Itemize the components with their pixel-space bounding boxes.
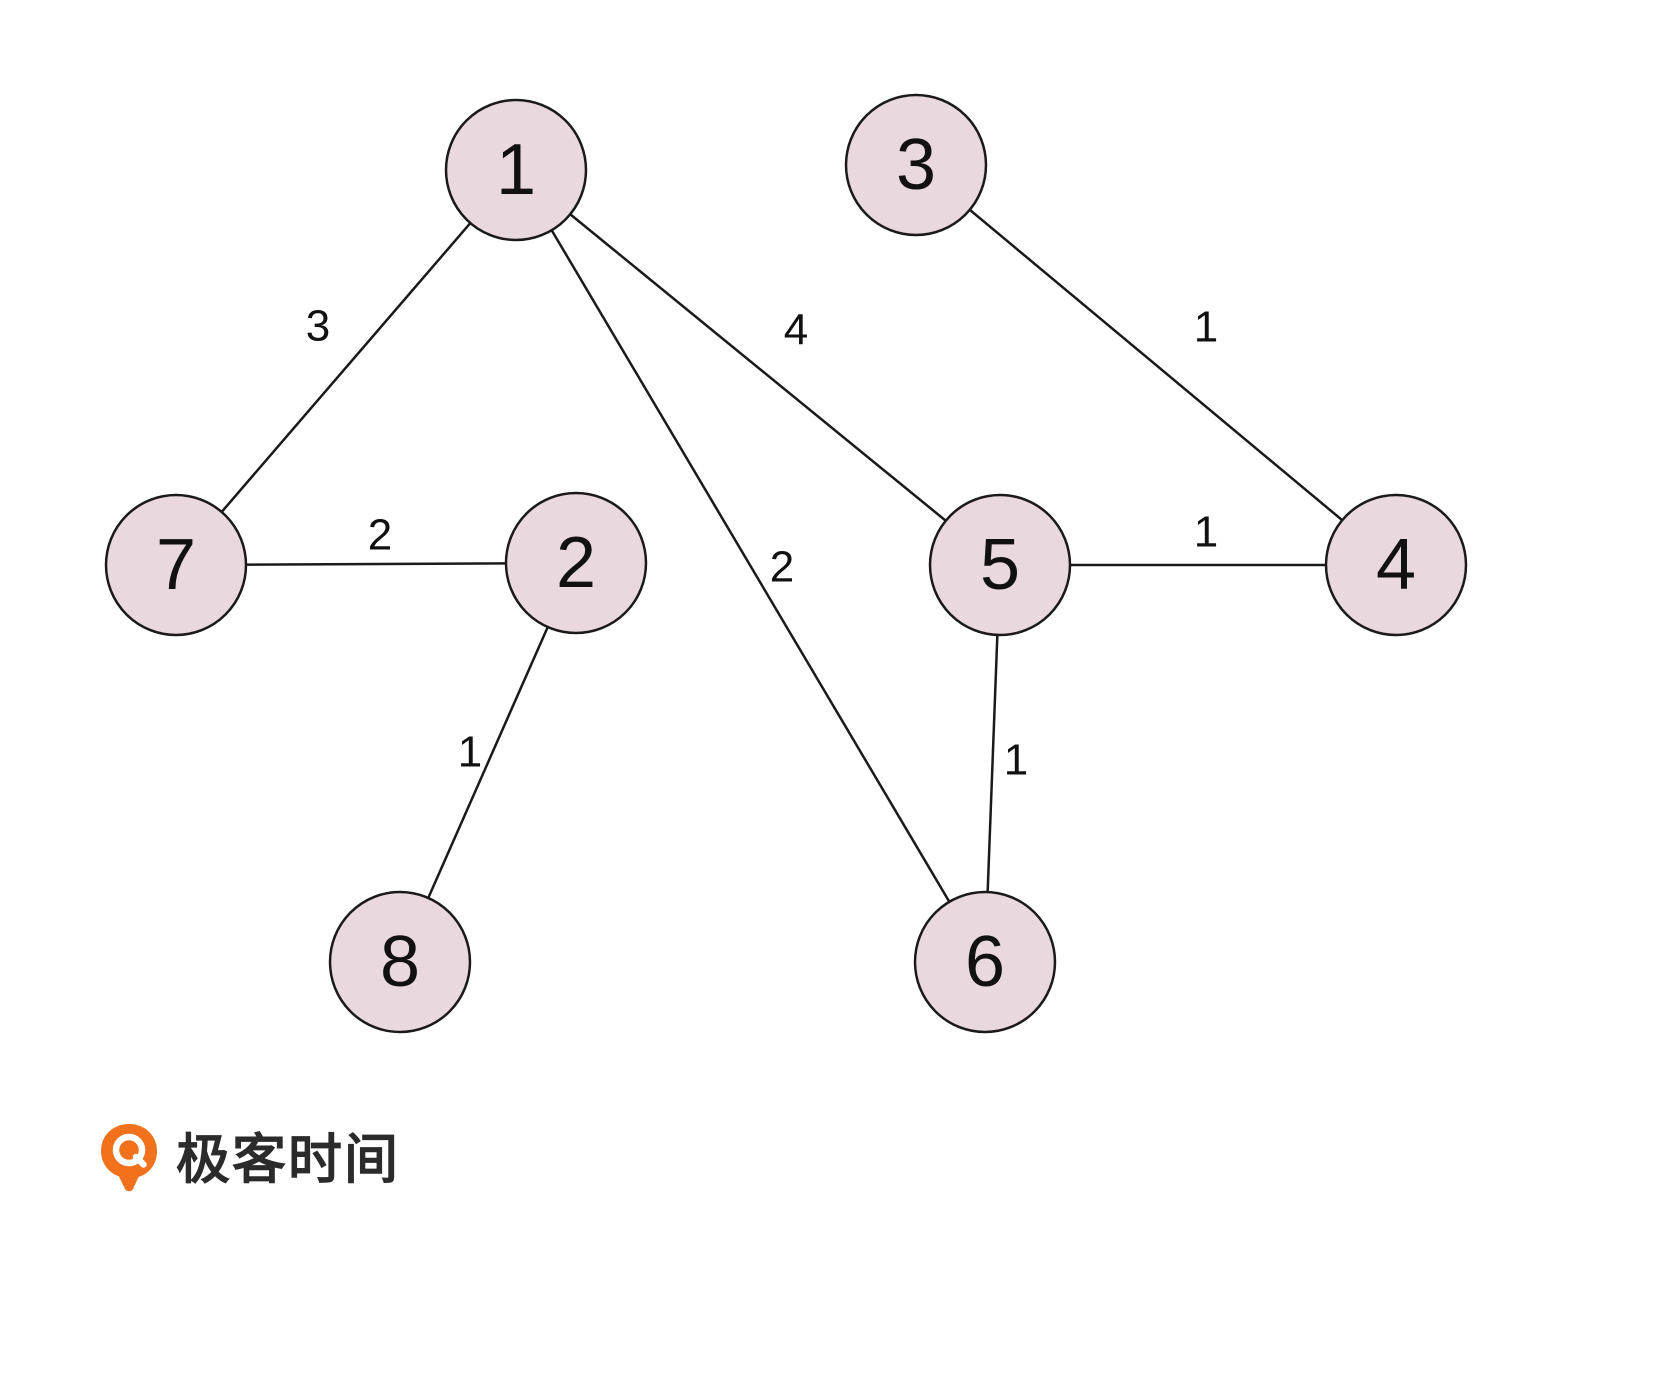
edge-weight-5-4: 1 bbox=[1194, 508, 1218, 557]
node-label-2: 2 bbox=[556, 523, 596, 603]
node-label-3: 3 bbox=[896, 125, 936, 205]
node-label-5: 5 bbox=[980, 525, 1020, 605]
logo-q-tail bbox=[132, 1153, 147, 1168]
edge-weight-1-5: 4 bbox=[784, 306, 808, 355]
logo-pin-shape bbox=[101, 1124, 157, 1192]
edge-weight-2-8: 1 bbox=[458, 728, 482, 777]
node-4 bbox=[1324, 493, 1468, 637]
edge-weight-5-6: 1 bbox=[1004, 736, 1028, 785]
node-3 bbox=[844, 93, 988, 237]
node-label-1: 1 bbox=[496, 130, 536, 210]
node-8 bbox=[328, 890, 472, 1034]
edge-3-4 bbox=[915, 164, 1397, 566]
edge-2-8 bbox=[398, 562, 578, 963]
edge-weight-1-6: 2 bbox=[770, 543, 794, 592]
node-1 bbox=[444, 98, 588, 242]
node-2 bbox=[504, 491, 648, 635]
node-label-6: 6 bbox=[965, 922, 1005, 1002]
node-label-8: 8 bbox=[380, 922, 420, 1002]
edge-1-5 bbox=[515, 169, 1001, 566]
edge-1-7 bbox=[175, 169, 517, 566]
geektime-logo-icon bbox=[98, 1122, 160, 1194]
edge-weight-7-2: 2 bbox=[368, 511, 392, 560]
node-label-4: 4 bbox=[1376, 525, 1416, 605]
edge-weight-1-7: 3 bbox=[306, 302, 330, 351]
node-7 bbox=[104, 493, 248, 637]
node-label-7: 7 bbox=[156, 525, 196, 605]
brand-footer: 极客时间 bbox=[98, 1122, 400, 1194]
edge-1-6 bbox=[514, 169, 987, 963]
node-6 bbox=[913, 890, 1057, 1034]
logo-q-ring bbox=[112, 1133, 146, 1167]
edge-weight-3-4: 1 bbox=[1194, 303, 1218, 352]
node-5 bbox=[928, 493, 1072, 637]
geektime-logo-text: 极客时间 bbox=[176, 1130, 400, 1190]
